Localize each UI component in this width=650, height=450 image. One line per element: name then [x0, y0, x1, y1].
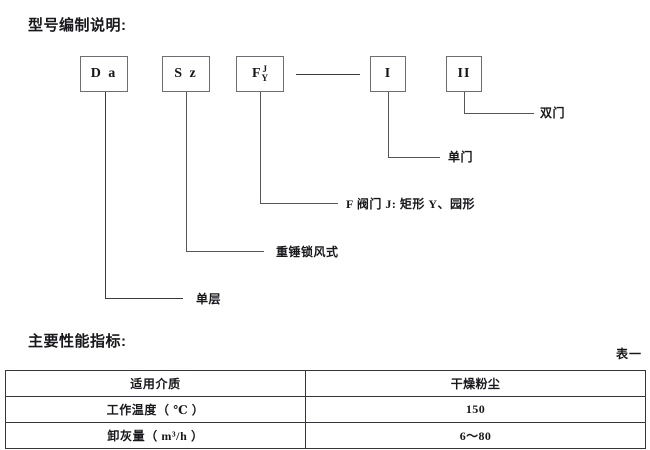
spec-value-temperature: 150 — [305, 396, 646, 423]
annotation-famen: F 阀门 J: 矩形 Y、园形 — [346, 197, 476, 211]
leader-vertical-danmen — [388, 92, 389, 158]
page-title-performance: 主要性能指标: — [28, 333, 127, 350]
code-box-da-label: D a — [90, 66, 118, 81]
table-row: 卸灰量（ m³/h ） 6～80 — [5, 422, 646, 449]
annotation-danceng: 单层 — [196, 292, 222, 306]
table-row: 工作温度（ ℃ ） 150 — [5, 396, 646, 423]
annotation-shuangmen: 双门 — [540, 106, 566, 120]
code-box-ii: II — [446, 56, 482, 92]
code-box-i: I — [370, 56, 406, 92]
leader-horizontal-zhongchui — [186, 251, 264, 252]
leader-horizontal-famen — [260, 203, 338, 204]
spec-label-medium: 适用介质 — [5, 370, 306, 397]
code-box-sz: S z — [162, 56, 210, 92]
leader-vertical-zhongchui — [186, 92, 187, 252]
spec-label-discharge: 卸灰量（ m³/h ） — [5, 422, 306, 449]
spec-value-medium: 干燥粉尘 — [305, 370, 646, 397]
code-box-f-label: F — [251, 66, 261, 81]
spec-label-temperature: 工作温度（ ℃ ） — [5, 396, 306, 423]
code-box-f-stack-bottom: Y — [261, 72, 269, 83]
code-box-sz-label: S z — [174, 66, 198, 81]
table-row: 适用介质 干燥粉尘 — [5, 370, 646, 397]
leader-horizontal-danceng — [105, 298, 183, 299]
code-box-ii-label: II — [457, 66, 471, 81]
code-box-f-stack: J Y — [261, 63, 269, 83]
leader-vertical-shuangmen — [464, 92, 465, 114]
leader-horizontal-danmen — [388, 157, 440, 158]
code-box-f: F J Y — [236, 56, 284, 92]
annotation-danmen: 单门 — [448, 150, 474, 164]
connector-line-f-to-i — [296, 74, 360, 75]
spec-table: 适用介质 干燥粉尘 工作温度（ ℃ ） 150 卸灰量（ m³/h ） 6～80 — [5, 370, 646, 449]
code-box-da: D a — [80, 56, 128, 92]
annotation-zhongchui: 重锤锁风式 — [276, 245, 339, 259]
spec-value-discharge: 6～80 — [305, 422, 646, 449]
page-title-model-code: 型号编制说明: — [28, 17, 127, 34]
code-box-i-label: I — [384, 66, 392, 81]
code-box-f-stack-top: J — [262, 63, 268, 74]
leader-vertical-danceng — [105, 92, 106, 299]
code-box-f-group: F J Y — [251, 63, 269, 84]
leader-horizontal-shuangmen — [464, 113, 534, 114]
leader-vertical-famen — [260, 92, 261, 204]
table-caption: 表一 — [615, 347, 642, 361]
